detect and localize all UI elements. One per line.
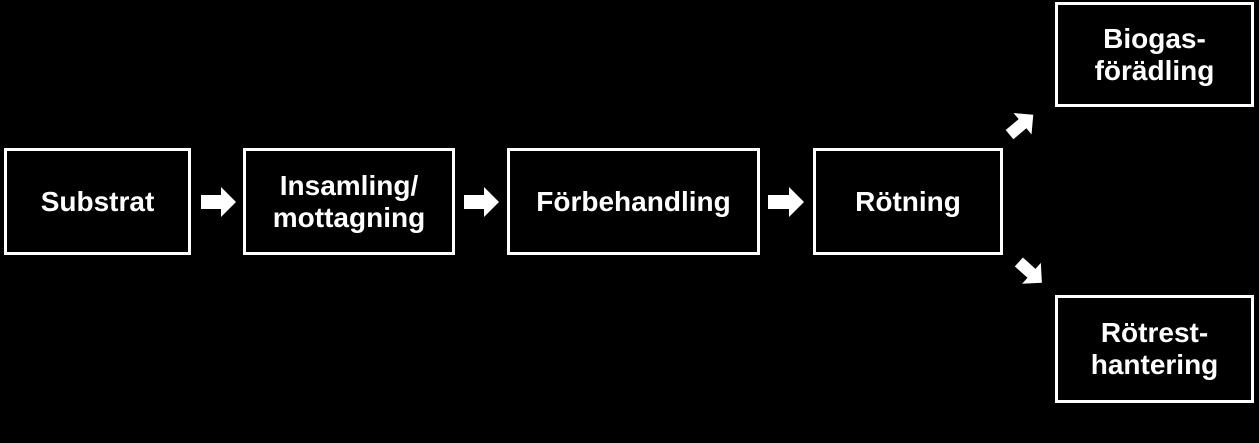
rotning-label: Rötning: [855, 185, 961, 217]
substrat-box: Substrat: [4, 148, 191, 255]
biogasforadling-label: Biogas- förädling: [1094, 22, 1215, 86]
insamling-label: Insamling/ mottagning: [272, 169, 426, 233]
forbehandling-box: Förbehandling: [507, 148, 760, 255]
forbehandling-label: Förbehandling: [536, 185, 731, 217]
rotresthantering-box: Rötrest- hantering: [1055, 295, 1254, 403]
arrow-icon-rotning-to-rotrest: [1014, 257, 1042, 284]
arrow-icon-substrat-to-insamling: [201, 187, 236, 217]
insamling-box: Insamling/ mottagning: [243, 148, 455, 255]
arrow-icon-forbehandling-to-rotning: [768, 187, 804, 217]
arrow-icon-rotning-to-biogas: [1005, 112, 1034, 140]
rotning-box: Rötning: [813, 148, 1003, 255]
substrat-label: Substrat: [40, 185, 155, 217]
rotresthantering-label: Rötrest- hantering: [1090, 317, 1219, 380]
biogasforadling-box: Biogas- förädling: [1055, 2, 1254, 107]
arrow-icon-insamling-to-forbehandling: [464, 187, 499, 217]
